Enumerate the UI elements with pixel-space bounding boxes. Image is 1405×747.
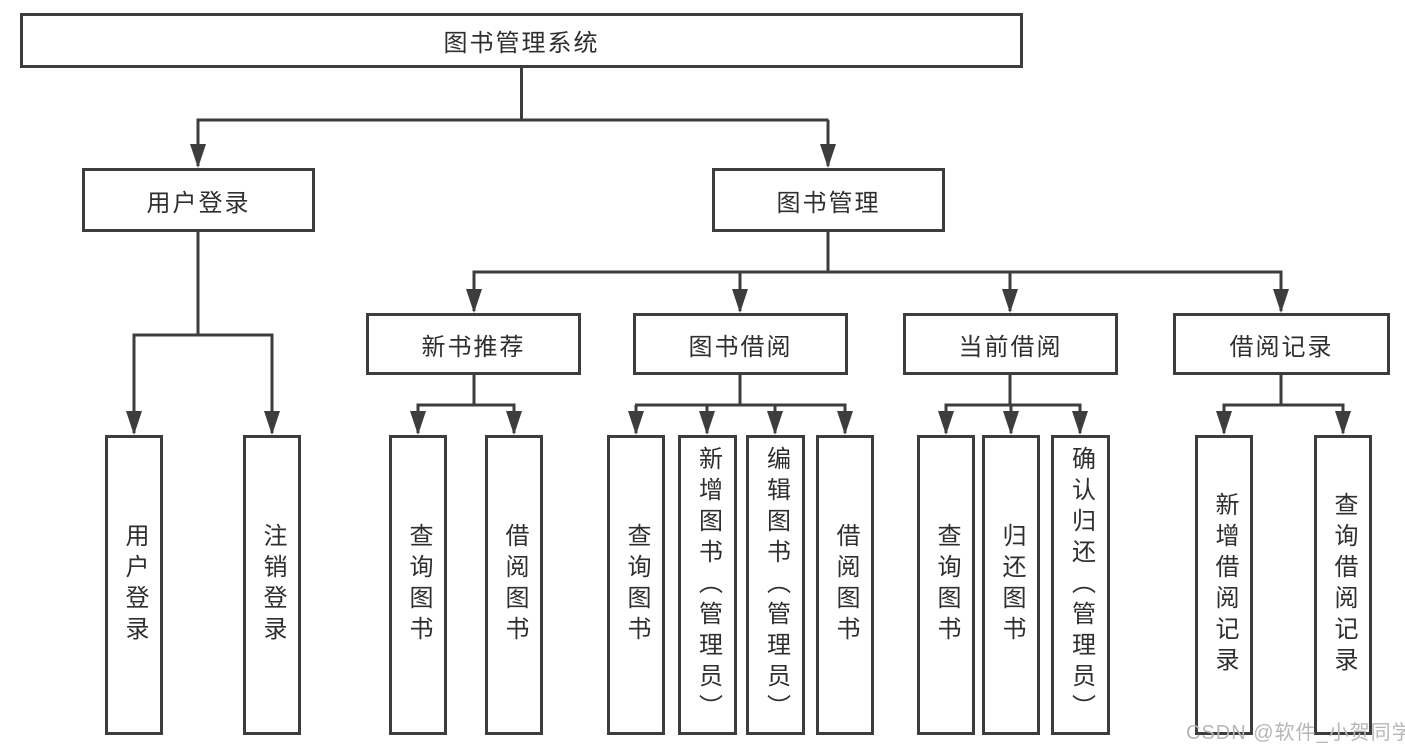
node-user-login: 用户登录 <box>82 168 315 232</box>
leaf-logout: 注销登录 <box>243 435 301 735</box>
node-new-book-recommendation: 新书推荐 <box>366 313 581 375</box>
leaf-query-books-borrowing: 查询图书 <box>607 435 665 735</box>
node-book-management: 图书管理 <box>712 168 945 232</box>
node-current-borrowing: 当前借阅 <box>903 313 1118 375</box>
leaf-return-books: 归还图书 <box>982 435 1040 735</box>
leaf-borrow-books-borrowing: 借阅图书 <box>816 435 874 735</box>
node-borrowing-records: 借阅记录 <box>1173 313 1390 375</box>
leaf-query-books-current: 查询图书 <box>917 435 975 735</box>
watermark: CSDN @软件_小贺同学 <box>1186 722 1405 744</box>
node-book-borrowing: 图书借阅 <box>633 313 848 375</box>
leaf-borrow-books-recommend: 借阅图书 <box>485 435 543 735</box>
leaf-edit-books-admin: 编辑图书（管理员） <box>746 435 805 735</box>
leaf-confirm-return-admin: 确认归还（管理员） <box>1051 435 1110 735</box>
leaf-query-books-recommend: 查询图书 <box>389 435 447 735</box>
leaf-add-borrow-record: 新增借阅记录 <box>1195 435 1253 735</box>
leaf-query-borrow-record: 查询借阅记录 <box>1314 435 1372 735</box>
node-library-management-system: 图书管理系统 <box>20 13 1023 68</box>
leaf-add-books-admin: 新增图书（管理员） <box>678 435 737 735</box>
leaf-user-login: 用户登录 <box>105 435 163 735</box>
